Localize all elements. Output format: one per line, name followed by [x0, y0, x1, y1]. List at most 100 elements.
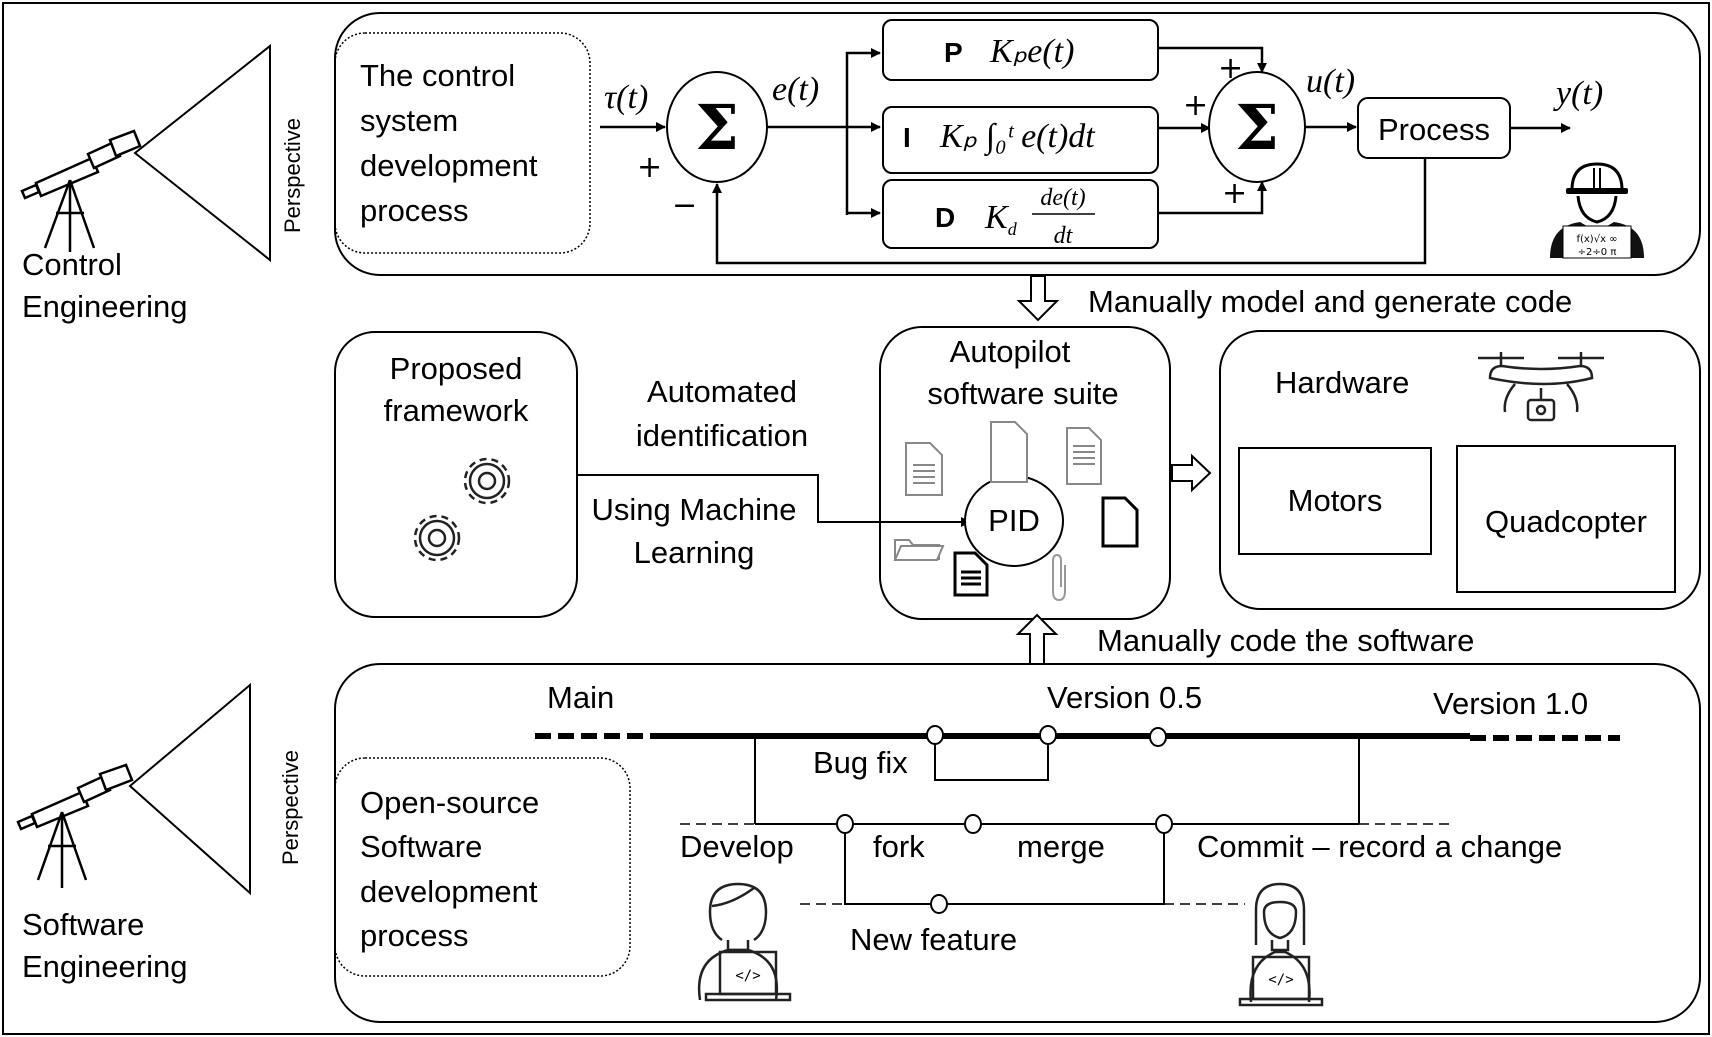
control-engineering-label-2: Engineering [22, 289, 187, 324]
i-block-letter: I [903, 122, 911, 153]
software-process-line-2: Software [360, 829, 482, 864]
document-lines-icon [1066, 427, 1102, 485]
merge-label: merge [1017, 829, 1105, 864]
develop-label: Develop [680, 829, 794, 864]
main-branch-label: Main [547, 680, 614, 715]
p-block [882, 19, 1159, 81]
commit-node [1039, 725, 1057, 745]
software-telescope-icon [16, 763, 134, 888]
d-block [882, 179, 1159, 249]
folder-open-icon [893, 539, 945, 561]
svg-text:÷2÷0 π: ÷2÷0 π [1578, 247, 1617, 258]
sum1-plus-sign: + [637, 150, 662, 185]
output-signal-label: y(t) [1553, 75, 1603, 112]
new-feature-label: New feature [850, 922, 1017, 957]
proposed-framework-line-2: framework [384, 393, 529, 428]
commit-node [1155, 814, 1173, 834]
drone-icon [1478, 352, 1604, 422]
up-hollow-arrow [1015, 613, 1059, 665]
sum2-plus-middle: + [1183, 88, 1208, 123]
control-engineering-label-1: Control [22, 247, 122, 282]
d-block-denominator: dt [1054, 223, 1074, 249]
perspective-cone-software [128, 682, 251, 896]
perspective-cone [133, 43, 271, 263]
sum2-plus-bottom: + [1222, 176, 1247, 211]
automated-label-1: Automated [647, 374, 797, 409]
commit-node [964, 814, 982, 834]
developer-female-laptop-icon: </> [1238, 882, 1324, 1007]
down-hollow-arrow [1016, 275, 1060, 322]
error-signal-label: e(t) [772, 71, 819, 108]
software-process-caption-box [334, 757, 631, 977]
gears-icon [413, 457, 511, 562]
commit-node [836, 814, 854, 834]
autopilot-label-2: software suite [927, 376, 1118, 411]
version-05-label: Version 0.5 [1047, 680, 1202, 715]
quadcopter-box [1456, 445, 1676, 593]
perspective-label: Perspective [280, 118, 305, 233]
control-process-line-2: system [360, 103, 458, 138]
software-engineering-label-1: Software [22, 907, 144, 942]
proposed-framework-line-1: Proposed [390, 351, 523, 386]
commit-node [930, 894, 948, 914]
commit-node [1149, 727, 1167, 747]
fork-label: fork [873, 829, 925, 864]
document-lines-bold-icon [953, 551, 989, 597]
developer-male-laptop-icon: </> [697, 882, 792, 1002]
commit-node [926, 725, 944, 745]
control-process-caption-box [334, 32, 591, 254]
process-block-label: Process [1378, 112, 1490, 147]
right-hollow-arrow [1171, 453, 1212, 493]
autopilot-suite-box [879, 326, 1171, 620]
feedback-loop-arrow [712, 158, 1427, 265]
control-telescope-icon [20, 129, 142, 252]
manual-model-label: Manually model and generate code [1088, 284, 1572, 319]
hardware-label: Hardware [1275, 365, 1409, 400]
p-block-letter: P [944, 37, 963, 68]
svg-text:</>: </> [735, 968, 760, 984]
p-block-formula: Kₚe(t) [989, 33, 1074, 70]
d-to-sum2-arrow [1158, 181, 1267, 215]
version-10-label: Version 1.0 [1433, 686, 1588, 721]
commit-label: Commit – record a change [1197, 829, 1562, 864]
error-to-p-arrow [845, 48, 881, 215]
document-blank-icon [990, 421, 1028, 483]
sum1-minus-sign: − [672, 188, 697, 223]
sum1-symbol: Σ [695, 91, 739, 164]
framework-to-pid-arrow [577, 474, 971, 527]
document-blank-bold-icon [1101, 496, 1139, 548]
d-block-letter: D [935, 202, 955, 233]
software-process-line-1: Open-source [360, 785, 539, 820]
p-to-sum2-arrow [1158, 46, 1267, 73]
bug-fix-label: Bug fix [813, 745, 908, 780]
autopilot-label-1: Autopilot [950, 334, 1071, 369]
ml-label-1: Using Machine [591, 492, 796, 527]
reference-signal-label: τ(t) [604, 79, 648, 116]
automated-label-2: identification [636, 418, 808, 453]
manual-code-label: Manually code the software [1097, 623, 1474, 658]
control-process-panel [334, 12, 1701, 276]
svg-text:f(x)√x ∞: f(x)√x ∞ [1576, 234, 1617, 245]
quadcopter-label: Quadcopter [1485, 504, 1647, 539]
i-block [882, 106, 1159, 174]
bug-fix-branch [934, 736, 1049, 781]
software-process-line-4: process [360, 918, 469, 953]
control-process-line-4: process [360, 193, 469, 228]
software-process-line-3: development [360, 874, 538, 909]
ml-label-2: Learning [634, 535, 755, 570]
control-process-line-3: development [360, 148, 538, 183]
control-process-line-1: The control [360, 58, 515, 93]
software-engineering-label-2: Engineering [22, 949, 187, 984]
motors-box [1238, 447, 1432, 555]
document-lines-icon [905, 442, 943, 496]
d-block-numerator: de(t) [1040, 185, 1085, 211]
engineer-with-formulas-icon: f(x)√x ∞ ÷2÷0 π [1550, 162, 1644, 259]
motors-label: Motors [1288, 483, 1383, 518]
pid-node-label: PID [988, 503, 1040, 538]
svg-text:</>: </> [1268, 972, 1293, 988]
i-block-formula: Kₚ ∫₀ᵗ e(t)dt [939, 118, 1096, 157]
perspective-label-software: Perspective [278, 750, 303, 865]
control-signal-label: u(t) [1306, 63, 1355, 100]
